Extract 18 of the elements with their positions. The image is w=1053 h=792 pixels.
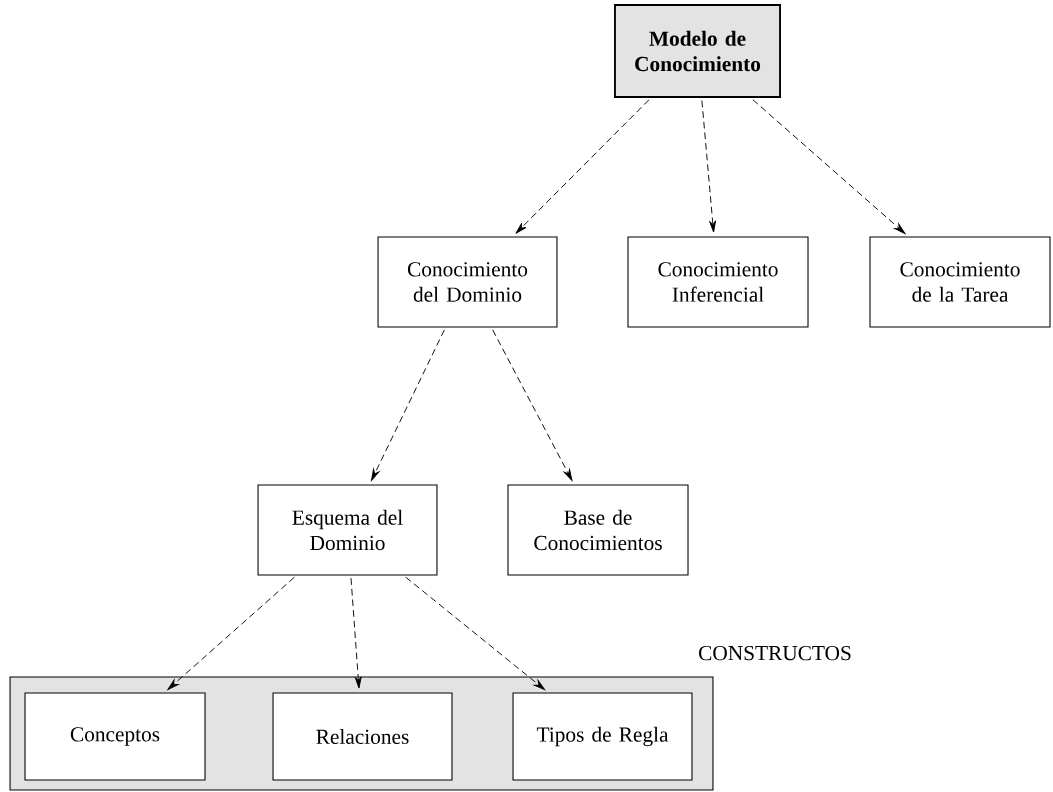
arrow	[515, 99, 650, 234]
arrow	[752, 99, 906, 234]
concept-box: Base de Conocimientos	[507, 484, 689, 576]
arrow	[371, 329, 445, 481]
concept-box: Relaciones	[272, 692, 453, 781]
concept-box: Conocimiento de la Tarea	[869, 236, 1051, 328]
concept-box: Tipos de Regla	[512, 692, 693, 781]
arrow	[405, 576, 546, 691]
concept-box: Conocimiento Inferencial	[627, 236, 809, 328]
root-box: Modelo de Conocimiento	[614, 4, 781, 98]
node-label: CONSTRUCTOS	[699, 645, 851, 661]
concept-box: Conceptos	[24, 692, 206, 781]
arrow	[492, 329, 573, 481]
concept-box: Esquema del Dominio	[257, 484, 438, 576]
arrow	[701, 100, 717, 233]
arrow	[167, 576, 295, 690]
arrow	[350, 577, 362, 689]
concept-box: Conocimiento del Dominio	[377, 236, 558, 328]
